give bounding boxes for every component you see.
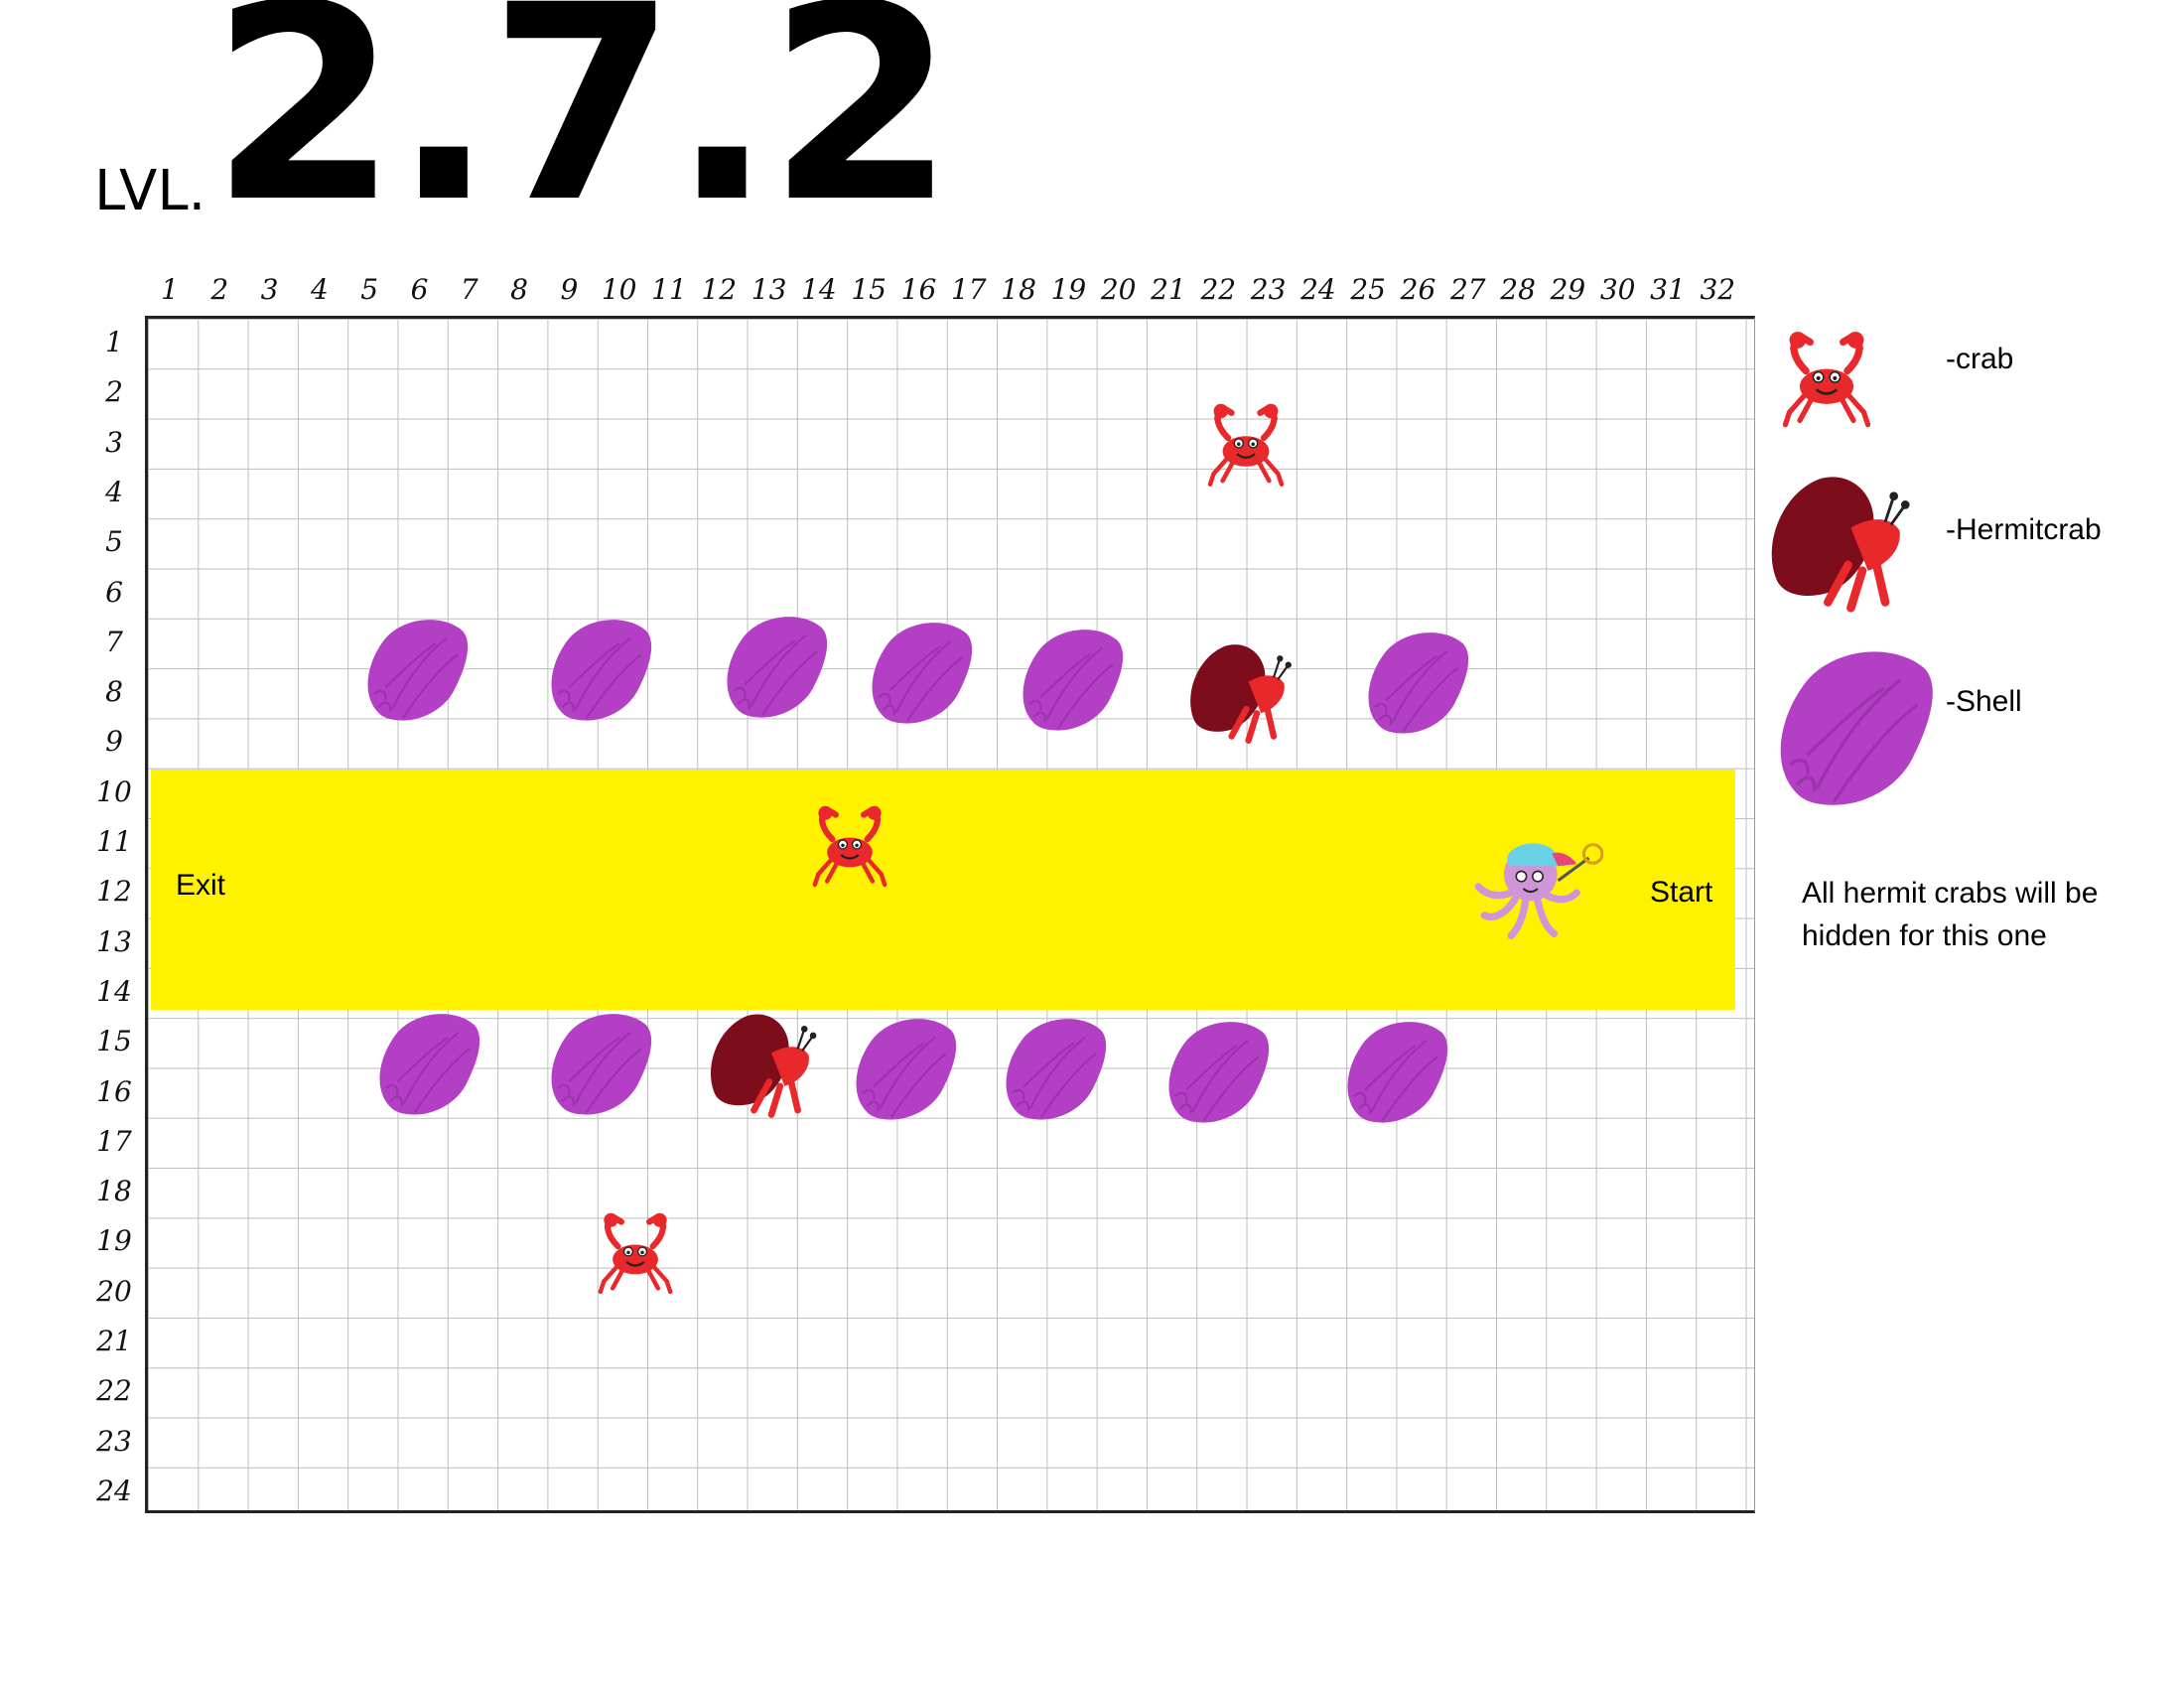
column-label: 8 — [510, 273, 528, 306]
column-label: 28 — [1500, 273, 1536, 306]
shell-icon — [378, 1013, 481, 1116]
legend-crab-icon — [1767, 330, 1886, 433]
row-label: 17 — [96, 1124, 132, 1158]
row-label: 10 — [96, 774, 132, 808]
column-label: 6 — [410, 273, 429, 306]
column-label: 2 — [210, 273, 229, 306]
shell-icon — [550, 619, 653, 722]
column-label: 15 — [851, 273, 887, 306]
column-label: 7 — [460, 273, 478, 306]
column-label: 24 — [1300, 273, 1336, 306]
row-label: 9 — [105, 725, 123, 759]
shell-icon — [1367, 632, 1470, 735]
row-label: 21 — [96, 1325, 132, 1357]
column-label: 17 — [950, 273, 987, 306]
column-label: 22 — [1200, 273, 1237, 306]
column-label: 20 — [1100, 273, 1137, 306]
row-label: 16 — [96, 1074, 132, 1108]
row-label: 4 — [105, 475, 123, 508]
row-label: 15 — [96, 1025, 132, 1058]
column-label: 13 — [751, 273, 787, 306]
level-prefix: LVL. — [94, 159, 206, 223]
row-label: 24 — [96, 1474, 132, 1507]
column-label: 21 — [1151, 273, 1186, 306]
column-label: 23 — [1250, 273, 1287, 306]
legend-shell-icon — [1779, 649, 1935, 807]
row-label: 7 — [105, 625, 123, 658]
column-label: 25 — [1350, 273, 1386, 306]
shell-icon — [1005, 1018, 1108, 1121]
row-label: 12 — [96, 875, 132, 909]
column-label: 11 — [651, 273, 687, 306]
crab-icon — [800, 804, 899, 892]
column-label: 10 — [601, 273, 637, 306]
shell-icon — [871, 622, 974, 725]
column-label: 14 — [801, 273, 837, 306]
octopus-player-icon — [1474, 829, 1603, 948]
row-label: 11 — [96, 825, 132, 858]
row-label: 20 — [96, 1274, 132, 1308]
legend-hermitcrab-label: -Hermitcrab — [1946, 513, 2102, 546]
hermit-crab-icon — [1178, 635, 1297, 745]
column-label: 29 — [1550, 273, 1586, 306]
column-label: 1 — [161, 273, 179, 306]
column-label: 5 — [360, 273, 379, 306]
row-label: 18 — [96, 1175, 132, 1208]
column-label: 4 — [310, 273, 329, 306]
shell-icon — [1167, 1021, 1271, 1124]
row-label: 23 — [96, 1424, 132, 1458]
shell-icon — [726, 616, 829, 719]
column-label: 9 — [560, 273, 579, 306]
crab-icon — [589, 1211, 682, 1299]
shell-icon — [1022, 629, 1125, 732]
shell-icon — [550, 1013, 653, 1116]
hermit-crab-icon — [701, 1005, 820, 1119]
start-label: Start — [1650, 876, 1713, 909]
row-label: 1 — [105, 326, 123, 358]
hidden-hermit-note: All hermit crabs will be hidden for this… — [1802, 877, 2099, 952]
shell-icon — [366, 619, 470, 722]
column-label: 19 — [1050, 273, 1087, 306]
row-label: 6 — [105, 575, 123, 609]
legend-crab-label: -crab — [1946, 343, 2014, 375]
legend-hermit-crab-icon — [1762, 465, 1911, 614]
shell-icon — [855, 1018, 958, 1121]
row-label: 13 — [96, 924, 132, 958]
row-label: 3 — [105, 425, 123, 459]
level-number: 2.7.2 — [210, 0, 955, 262]
column-label: 32 — [1700, 273, 1736, 306]
row-label: 2 — [105, 375, 123, 409]
row-label: 8 — [105, 675, 123, 709]
column-label: 12 — [701, 273, 738, 306]
column-label: 16 — [900, 273, 937, 306]
corridor-path: Exit Start — [151, 770, 1735, 1010]
row-label: 22 — [96, 1374, 132, 1408]
column-label: 30 — [1599, 273, 1636, 306]
exit-label: Exit — [176, 869, 226, 902]
column-label: 31 — [1650, 273, 1686, 306]
legend-shell-label: -Shell — [1946, 685, 2022, 718]
column-label: 27 — [1449, 273, 1486, 306]
column-label: 26 — [1400, 273, 1436, 306]
column-label: 3 — [260, 273, 279, 306]
column-label: 18 — [1001, 273, 1036, 306]
crab-icon — [1196, 402, 1296, 492]
row-label: 19 — [96, 1224, 132, 1258]
row-label: 14 — [96, 974, 132, 1008]
shell-icon — [1346, 1021, 1449, 1124]
row-label: 5 — [105, 525, 123, 559]
